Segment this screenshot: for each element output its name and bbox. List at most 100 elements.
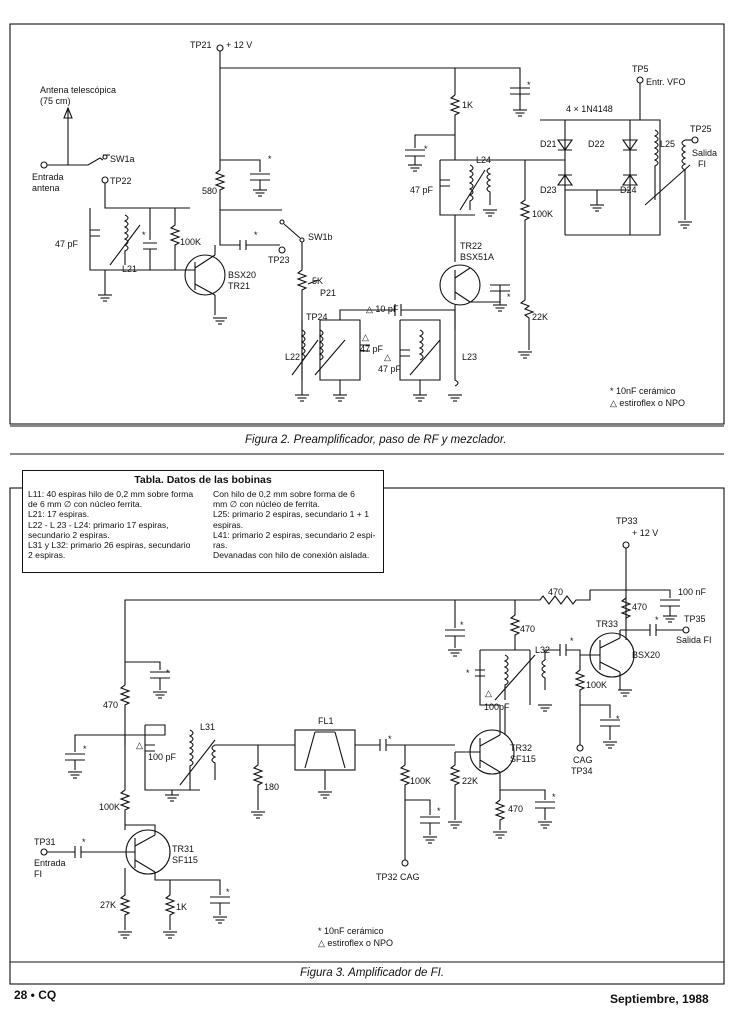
label-d21: D21 — [540, 139, 557, 149]
label-salida: Salida — [692, 148, 717, 158]
label-l22: L22 — [285, 352, 300, 362]
table-line: L21: 17 espiras. — [28, 509, 90, 520]
note-ceramic-b: * 10nF cerámico — [318, 926, 384, 936]
figure-2-preamp: TP21 + 12 V Antena telescópica (75 cm) E… — [9, 23, 725, 455]
label-100k-b: 100K — [532, 209, 553, 219]
label-27k: 27K — [100, 900, 116, 910]
table-line: 2 espiras. — [28, 550, 66, 561]
label-100nf: 100 nF — [678, 587, 707, 597]
label-tri-b: △ — [362, 332, 369, 342]
svg-text:*: * — [424, 144, 428, 154]
label-tp35: TP35 — [684, 614, 706, 624]
label-580: 580 — [202, 186, 217, 196]
label-l25: L25 — [660, 139, 675, 149]
table-line: mm ∅ con núcleo de ferrita. — [213, 499, 320, 510]
label-47pf-d: 47 pF — [410, 185, 434, 195]
table-line: L41: primario 2 espiras, secundario 2 es… — [213, 529, 376, 540]
label-p21: P21 — [320, 288, 336, 298]
label-tp21: TP21 — [190, 40, 212, 50]
label-47pf-c: 47 pF — [378, 364, 402, 374]
label-tri-32: △ — [485, 688, 492, 698]
note-estiroflex-b: △ estiroflex o NPO — [318, 938, 393, 948]
svg-text:*: * — [166, 668, 170, 678]
label-d24: D24 — [620, 185, 637, 195]
table-line: espiras. — [213, 519, 244, 530]
label-470-d: 470 — [103, 700, 118, 710]
label-fi: FI — [698, 159, 706, 169]
note-ceramic: * 10nF cerámico — [610, 386, 676, 396]
label-470-c: 470 — [520, 624, 535, 634]
label-47pf: 47 pF — [55, 239, 79, 249]
label-antena: antena — [32, 183, 60, 193]
label-antena-len: (75 cm) — [40, 96, 71, 106]
label-100pf: 100 pF — [148, 752, 177, 762]
label-l23: L23 — [462, 352, 477, 362]
note-estiroflex: △ estiroflex o NPO — [610, 398, 685, 408]
label-tp5: TP5 — [632, 64, 649, 74]
coil-data-table: Tabla. Datos de las bobinas L11: 40 espi… — [22, 470, 384, 573]
label-1k-b: 1K — [176, 902, 187, 912]
label-47pf-b: 47 pF — [360, 344, 384, 354]
label-tp31: TP31 — [34, 837, 56, 847]
label-470-b: 470 — [632, 602, 647, 612]
label-sw1a: SW1a — [110, 154, 135, 164]
label-sf115-a: SF115 — [510, 754, 536, 764]
label-180: 180 — [264, 782, 279, 792]
footer-page: 28 • CQ — [14, 988, 56, 1002]
svg-text:*: * — [254, 230, 258, 240]
svg-text:*: * — [460, 620, 464, 630]
label-d23: D23 — [540, 185, 557, 195]
label-tr22: TR22 — [460, 241, 482, 251]
label-1k: 1K — [462, 100, 473, 110]
label-l21: L21 — [122, 264, 137, 274]
label-diodes: 4 × 1N4148 — [566, 104, 613, 114]
label-l32: L32 — [535, 645, 550, 655]
svg-text:*: * — [616, 714, 620, 724]
svg-text:*: * — [142, 230, 146, 240]
label-tr31: TR31 — [172, 844, 194, 854]
label-tp25: TP25 — [690, 124, 712, 134]
label-470-a: 470 — [548, 587, 563, 597]
label-tri-31: △ — [136, 740, 143, 750]
table-column-1: L11: 40 espiras hilo de 0,2 mm sobre for… — [28, 489, 208, 560]
label-plus12-b: + 12 V — [632, 528, 658, 538]
table-line: secundario 2 espiras. — [28, 529, 110, 540]
label-tr32: TR32 — [510, 743, 532, 753]
figure-3-caption: Figura 3. Amplificador de FI. — [300, 967, 444, 979]
label-bsx20-b: BSX20 — [632, 650, 660, 660]
label-cag: CAG — [573, 755, 593, 765]
svg-text:*: * — [466, 668, 470, 678]
svg-text:*: * — [527, 80, 531, 90]
table-line: Con hilo de 0,2 mm sobre forma de 6 — [213, 489, 355, 499]
label-100pf-b: 100pF — [484, 702, 510, 712]
svg-text:*: * — [226, 887, 230, 897]
label-bsx20: BSX20 — [228, 270, 256, 280]
label-10pf: △ 10 pF — [366, 304, 399, 314]
table-line: L25: primario 2 espiras, secundario 1 + … — [213, 509, 369, 520]
svg-text:*: * — [570, 636, 574, 646]
table-line: Devanadas con hilo de conexión aislada. — [213, 550, 370, 561]
label-fl1: FL1 — [318, 716, 334, 726]
figure-2-caption: Figura 2. Preamplificador, paso de RF y … — [245, 434, 506, 446]
label-tp32-cag: TP32 CAG — [376, 872, 420, 882]
svg-text:*: * — [507, 292, 511, 302]
label-l31: L31 — [200, 722, 215, 732]
label-100k-b2: 100K — [410, 776, 431, 786]
label-salida-fi: Salida FI — [676, 635, 712, 645]
label-tri-c: △ — [384, 352, 391, 362]
label-entrada-b: Entrada — [34, 858, 66, 868]
svg-text:*: * — [437, 806, 441, 816]
svg-text:*: * — [268, 154, 272, 164]
svg-text:*: * — [655, 615, 659, 625]
label-sf115-b: SF115 — [172, 855, 198, 865]
label-tp22: TP22 — [110, 176, 132, 186]
label-l24: L24 — [476, 155, 491, 165]
table-line: L22 - L 23 - L24: primario 17 espiras, — [28, 519, 169, 530]
label-sw1b: SW1b — [308, 232, 333, 242]
label-antena-telescopica: Antena telescópica — [40, 85, 116, 95]
label-100k-a: 100K — [586, 680, 607, 690]
label-100k-c: 100K — [99, 802, 120, 812]
label-22k: 22K — [532, 312, 548, 322]
label-bsx51a: BSX51A — [460, 252, 494, 262]
table-line: de 6 mm ∅ con núcleo ferrita. — [28, 499, 143, 510]
